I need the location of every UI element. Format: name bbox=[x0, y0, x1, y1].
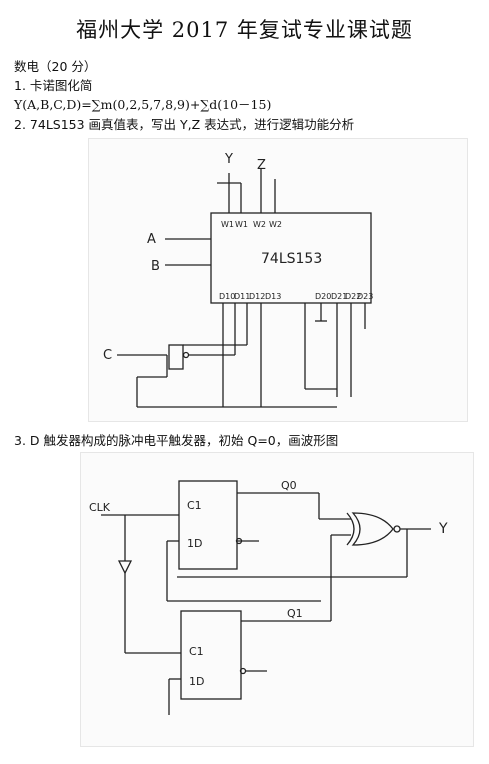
ff2-d-label: 1D bbox=[189, 675, 204, 688]
ff1-c-label: C1 bbox=[187, 499, 202, 512]
question-text: D 触发器构成的脉冲电平触发器，初始 Q=0，画波形图 bbox=[29, 433, 339, 448]
circuit-photo-74ls153: Y Z A B C 74LS153 W1 W1 W2 W2 D10 D11 D1… bbox=[88, 138, 468, 422]
flip-flop-2 bbox=[180, 610, 242, 700]
ff2-c-label: C1 bbox=[189, 645, 204, 658]
question-3: 3. D 触发器构成的脉冲电平触发器，初始 Q=0，画波形图 bbox=[14, 430, 338, 449]
pin-w1: W1 bbox=[221, 220, 234, 229]
circuit-diagram-2: CLK C1 1D Q0 C1 1D Q1 Y bbox=[89, 479, 448, 715]
question-1: 1. 卡诺图化简 bbox=[14, 75, 92, 94]
pin-d10: D10 bbox=[219, 292, 235, 301]
ff1-d-label: 1D bbox=[187, 537, 202, 550]
q0-label: Q0 bbox=[281, 479, 297, 492]
circuit-photo-dff: CLK C1 1D Q0 C1 1D Q1 Y bbox=[80, 452, 474, 747]
input-b-label: B bbox=[151, 259, 160, 274]
section-heading: 数电（20 分） bbox=[14, 59, 97, 74]
pin-d20: D20 bbox=[315, 292, 331, 301]
circuit-diagram-1: Y Z A B C 74LS153 W1 W1 W2 W2 D10 D11 D1… bbox=[103, 152, 373, 408]
input-a-label: A bbox=[147, 232, 156, 247]
pin-d22: D22 bbox=[345, 292, 361, 301]
pin-d12: D12 bbox=[249, 292, 265, 301]
pin-d13: D13 bbox=[265, 292, 281, 301]
pin-w1-bar: W1 bbox=[235, 220, 248, 229]
output-y-label: Y bbox=[438, 521, 448, 537]
output-z-label: Z bbox=[257, 158, 266, 173]
question-2: 2. 74LS153 画真值表，写出 Y,Z 表达式，进行逻辑功能分析 bbox=[14, 114, 354, 133]
question-text: 74LS153 画真值表，写出 Y,Z 表达式，进行逻辑功能分析 bbox=[29, 117, 355, 132]
question-1-formula: Y(A,B,C,D)=∑m(0,2,5,7,8,9)+∑d(10－15) bbox=[14, 97, 272, 112]
flip-flop-1 bbox=[178, 480, 238, 570]
question-text: 卡诺图化简 bbox=[29, 78, 93, 93]
question-number: 1. bbox=[14, 78, 26, 93]
pin-w2-bar: W2 bbox=[269, 220, 282, 229]
clk-label: CLK bbox=[89, 501, 111, 514]
q1-label: Q1 bbox=[287, 607, 303, 620]
pin-w2: W2 bbox=[253, 220, 266, 229]
pin-d11: D11 bbox=[234, 292, 250, 301]
mux-chip bbox=[210, 212, 372, 304]
pin-d21: D21 bbox=[331, 292, 347, 301]
output-y-label: Y bbox=[224, 152, 233, 167]
chip-label: 74LS153 bbox=[261, 251, 322, 267]
exam-title: 福州大学 2017 年复试专业课试题 bbox=[76, 18, 413, 42]
question-number: 2. bbox=[14, 117, 26, 132]
pin-d23: D23 bbox=[357, 292, 373, 301]
input-c-label: C bbox=[103, 348, 112, 363]
question-number: 3. bbox=[14, 433, 26, 448]
